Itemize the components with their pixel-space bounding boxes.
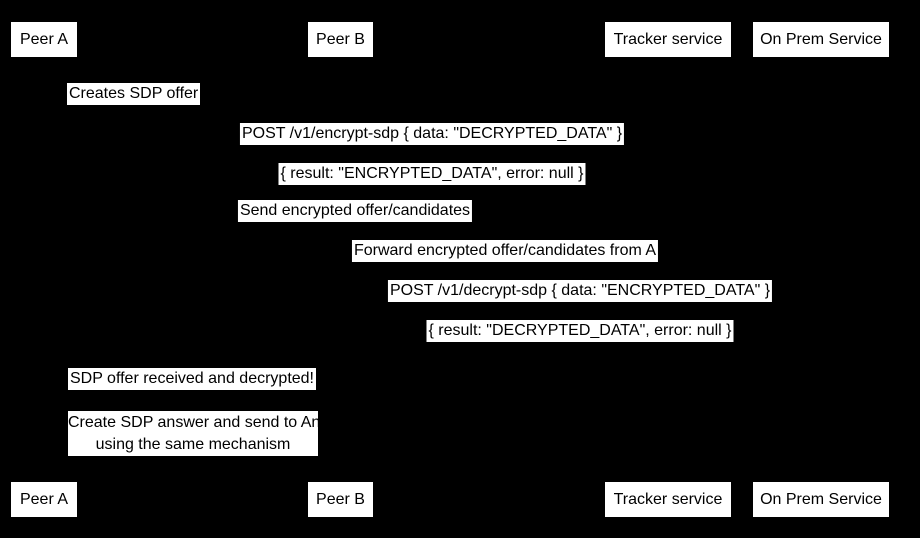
participant-label: Tracker service — [613, 490, 723, 508]
participant-label: Peer A — [19, 30, 69, 48]
participant-label: Peer B — [316, 490, 365, 508]
arrow-post-encrypt-sdp — [44, 150, 821, 151]
participant-bottom-tracker-service: Tracker service — [605, 482, 731, 517]
arrow-creates-sdp-offer — [44, 110, 74, 111]
lifeline-peer-a — [44, 57, 45, 482]
note-create-sdp-answer: Create SDP answer and send to An using t… — [68, 411, 321, 456]
arrow-post-decrypt-sdp — [340, 306, 821, 307]
msg-sdp-offer-received: SDP offer received and decrypted! — [68, 368, 316, 390]
arrow-decrypt-result — [340, 346, 821, 347]
participant-label: On Prem Service — [760, 490, 882, 508]
participant-label: Peer B — [316, 30, 365, 48]
lifeline-on-prem-service — [821, 57, 822, 482]
participant-top-tracker-service: Tracker service — [605, 22, 731, 57]
arrow-encrypt-result — [44, 190, 821, 191]
participant-label: Tracker service — [613, 30, 723, 48]
participant-label: Peer A — [19, 490, 69, 508]
arrow-sdp-offer-received — [44, 395, 340, 396]
msg-post-encrypt-sdp: POST /v1/encrypt-sdp { data: "DECRYPTED_… — [239, 123, 625, 145]
arrow-forward-encrypted-offer — [340, 266, 668, 267]
msg-forward-encrypted-offer: Forward encrypted offer/candidates from … — [351, 240, 659, 262]
participant-bottom-peer-a: Peer A — [11, 482, 77, 517]
participant-top-on-prem-service: On Prem Service — [753, 22, 889, 57]
participant-bottom-on-prem-service: On Prem Service — [753, 482, 889, 517]
msg-creates-sdp-offer: Creates SDP offer — [67, 83, 201, 105]
note-line-2: using the same mechanism — [95, 436, 291, 453]
msg-encrypt-result: { result: "ENCRYPTED_DATA", error: null … — [278, 163, 586, 185]
msg-send-encrypted-offer: Send encrypted offer/candidates — [237, 200, 473, 222]
participant-top-peer-a: Peer A — [11, 22, 77, 57]
participant-label: On Prem Service — [760, 30, 882, 48]
note-line-1: Create SDP answer and send to An — [68, 414, 321, 431]
msg-post-decrypt-sdp: POST /v1/decrypt-sdp { data: "ENCRYPTED_… — [387, 280, 773, 302]
arrow-send-encrypted-offer — [44, 226, 668, 227]
msg-decrypt-result: { result: "DECRYPTED_DATA", error: null … — [426, 320, 734, 342]
participant-top-peer-b: Peer B — [308, 22, 373, 57]
lifeline-tracker-service — [668, 57, 669, 482]
participant-bottom-peer-b: Peer B — [308, 482, 373, 517]
lifeline-peer-b — [340, 57, 341, 482]
